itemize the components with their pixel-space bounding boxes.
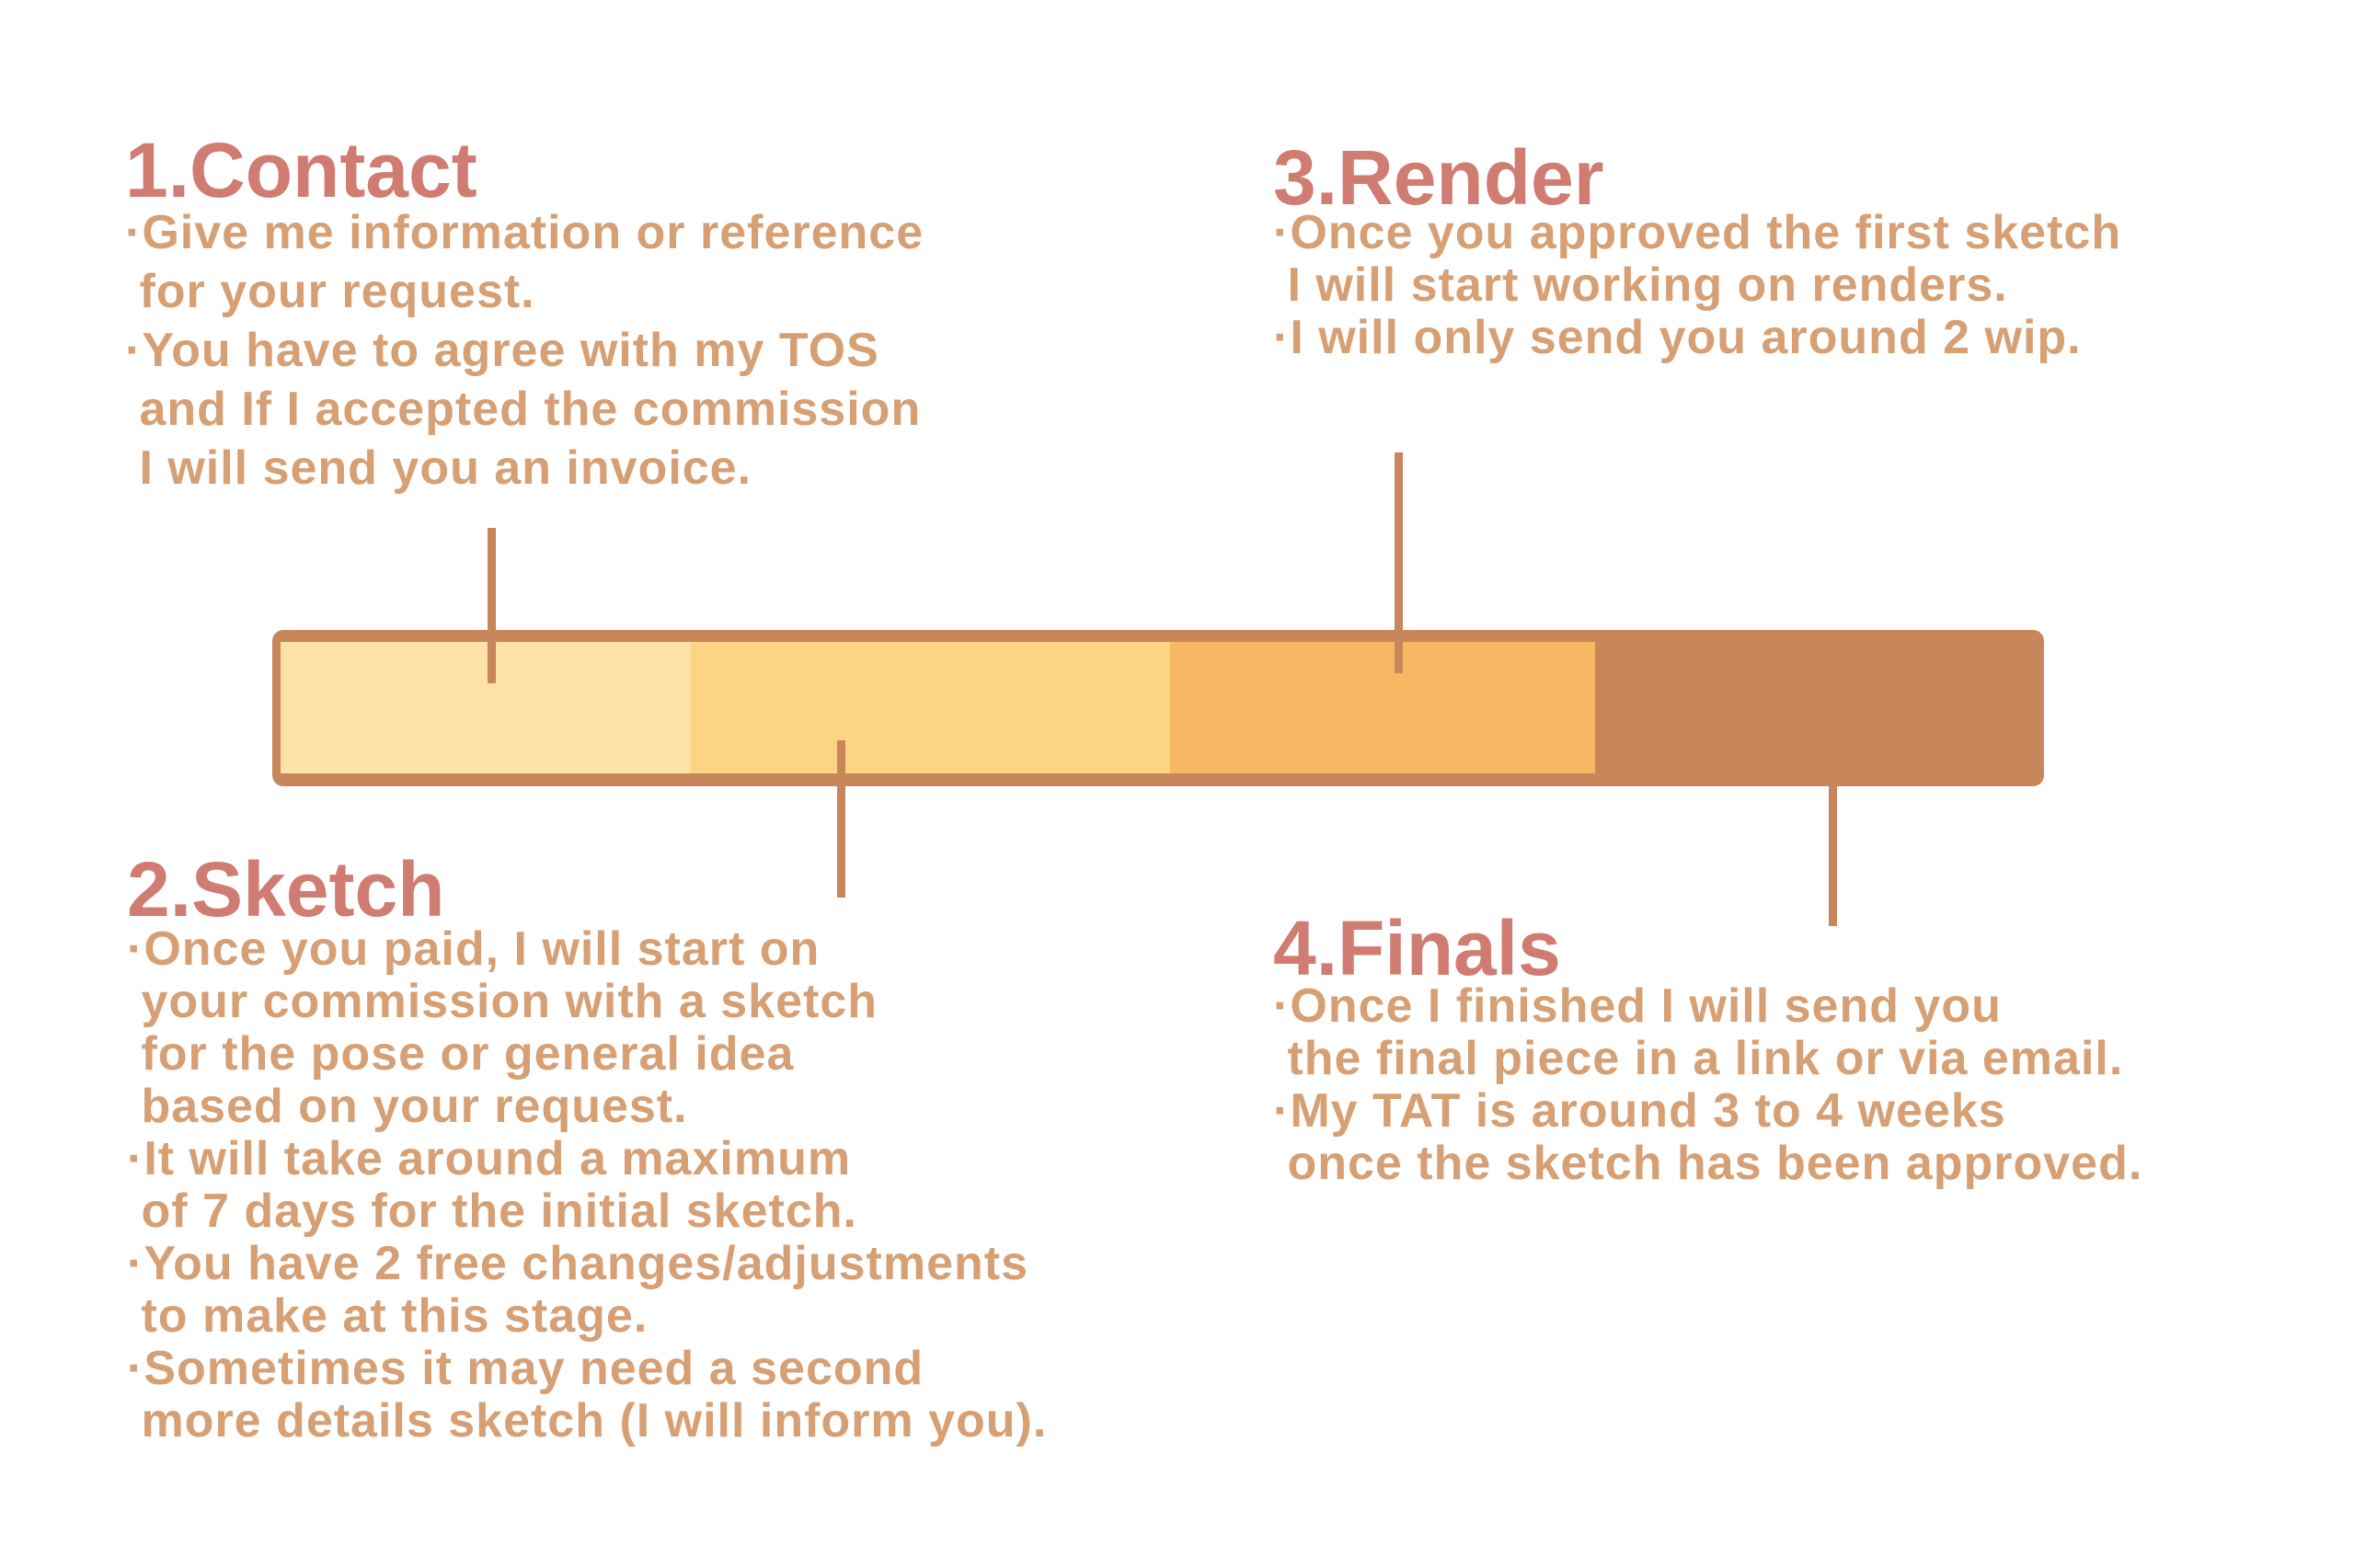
contact-line: and If I accepted the commission (125, 383, 922, 436)
finals-title: 4.Finals (1273, 905, 1561, 991)
finals-connector (1829, 784, 1837, 926)
sketch-title: 2.Sketch (127, 846, 445, 933)
render-line: ·I will only send you around 2 wip. (1273, 311, 2082, 364)
sketch-line: ·You have 2 free changes/adjustments (127, 1237, 1028, 1290)
finals-text: ·Once I finished I will send you the fin… (1273, 980, 2142, 1190)
sketch-line: for the pose or general idea (127, 1027, 795, 1081)
segment-contact (281, 642, 691, 773)
render-title: 3.Render (1273, 134, 1604, 221)
contact-text: ·Give me information or reference for yo… (125, 203, 924, 498)
segment-sketch (691, 642, 1170, 773)
contact-line: ·Give me information or reference (125, 206, 924, 259)
sketch-connector (837, 740, 845, 898)
sketch-line: more details sketch (I will inform you). (127, 1394, 1048, 1448)
finals-line: once the sketch has been approved. (1273, 1137, 2143, 1190)
sketch-line: ·Once you paid, I will start on (127, 922, 821, 976)
contact-title: 1.Contact (125, 127, 477, 213)
finals-line: ·My TAT is around 3 to 4 weeks (1273, 1084, 2006, 1138)
sketch-line: ·It will take around a maximum (127, 1132, 852, 1185)
sketch-line: of 7 days for the initial sketch. (127, 1185, 857, 1238)
finals-line: ·Once I finished I will send you (1273, 979, 2002, 1033)
render-connector (1395, 452, 1403, 673)
sketch-text: ·Once you paid, I will start on your com… (127, 923, 1047, 1448)
progress-bar (272, 630, 2044, 786)
segment-render (1170, 642, 1595, 773)
contact-line: I will send you an invoice. (125, 441, 752, 495)
sketch-line: to make at this stage. (127, 1289, 649, 1343)
render-line: ·Once you approved the first sketch (1273, 206, 2122, 259)
contact-line: ·You have to agree with my TOS (125, 324, 879, 377)
contact-line: for your request. (125, 265, 535, 318)
sketch-line: your commission with a sketch (127, 975, 878, 1028)
finals-line: the final piece in a link or via email. (1273, 1032, 2124, 1085)
sketch-line: based on your request. (127, 1080, 688, 1133)
render-line: I will start working on renders. (1273, 258, 2008, 312)
sketch-line: ·Sometimes it may need a second (127, 1342, 924, 1395)
render-text: ·Once you approved the first sketch I wi… (1273, 207, 2121, 364)
contact-connector (488, 528, 496, 683)
